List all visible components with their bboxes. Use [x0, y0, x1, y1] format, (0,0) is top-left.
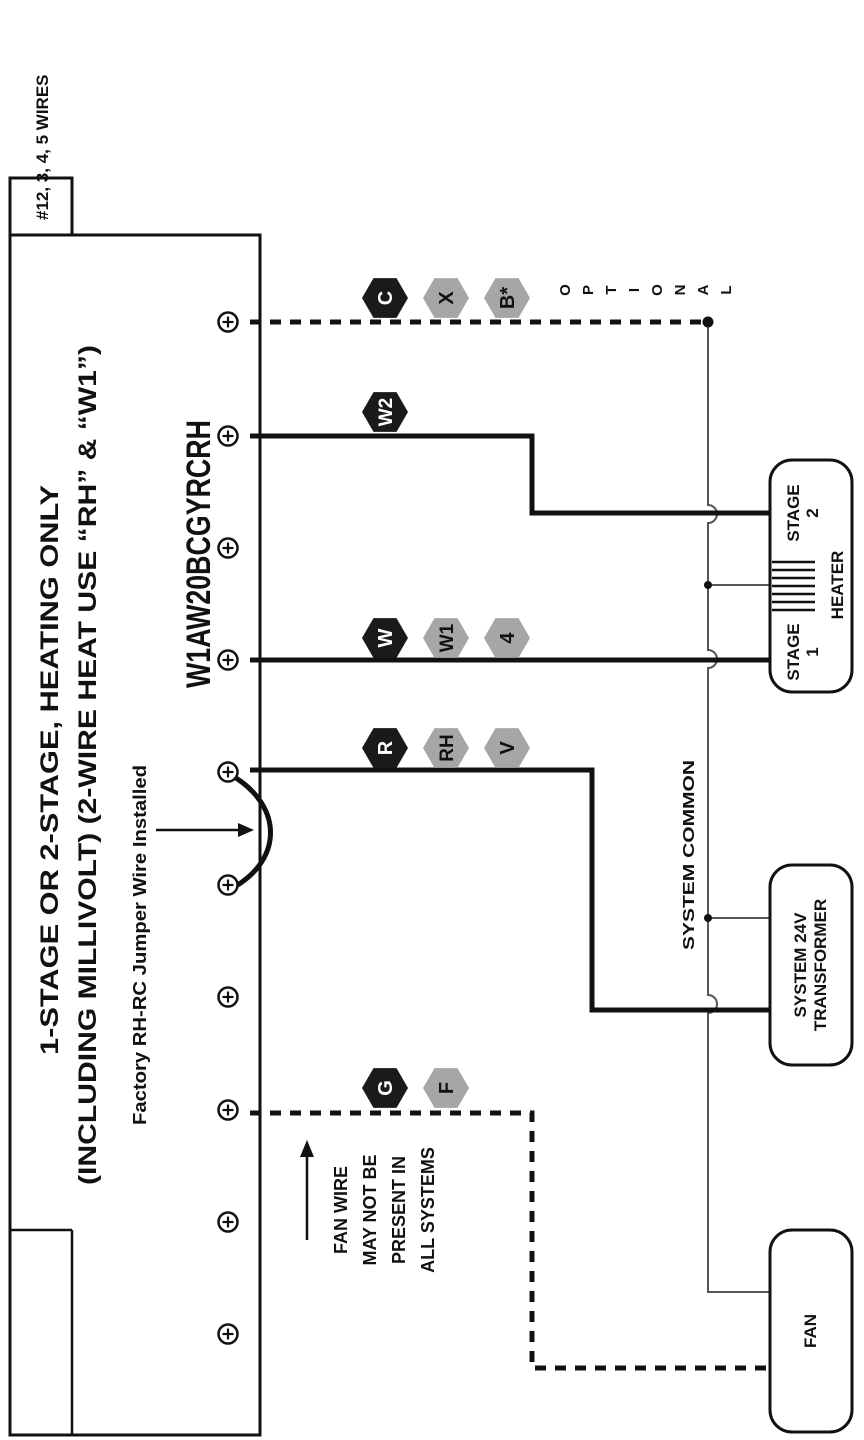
hex-label-g: G	[375, 1080, 397, 1096]
hex-label-c: C	[375, 291, 397, 305]
hex-label-x: X	[436, 291, 458, 305]
system-common-label: SYSTEM COMMON	[681, 760, 698, 950]
fan-note-arrow	[300, 1140, 314, 1240]
transformer-line-2: TRANSFORMER	[811, 899, 830, 1031]
hex-label-rh: RH	[437, 734, 458, 761]
transformer-box: SYSTEM 24V TRANSFORMER	[768, 863, 854, 1067]
heater-stage2-line-1: STAGE	[784, 484, 803, 541]
page-label: #12, 3, 4, 5 WIRES	[33, 74, 52, 220]
fan-note-line-4: ALL SYSTEMS	[418, 1147, 438, 1273]
screw-terminal-blank-3	[217, 1211, 239, 1233]
heater-stage1-line-2: 1	[803, 647, 822, 656]
hex-label-w2: W2	[376, 398, 397, 427]
screw-terminal-g	[217, 1099, 239, 1121]
hex-label-b-star: B*	[497, 287, 519, 309]
fan-box: FAN	[768, 1228, 854, 1434]
rh-rc-jumper-wire	[234, 775, 273, 889]
screw-terminal-rc	[217, 874, 239, 896]
optional-letter-5: O	[649, 284, 666, 296]
title-line-1: 1-STAGE OR 2-STAGE, HEATING ONLY	[36, 485, 64, 1055]
screw-terminal-blank	[217, 537, 239, 559]
fan-note-line-2: MAY NOT BE	[360, 1154, 380, 1265]
r-wire	[250, 767, 770, 1013]
optional-letter-2: P	[580, 285, 597, 295]
fan-label: FAN	[801, 1314, 820, 1348]
title-line-2: (INCLUDING MILLIVOLT) (2-WIRE HEAT USE “…	[74, 345, 102, 1185]
w2-wire	[250, 433, 770, 516]
system-common-wiring	[707, 322, 770, 1293]
heater-box: STAGE 2 STAGE 1 HEATER	[768, 458, 854, 694]
screw-terminal-c	[217, 311, 239, 333]
fan-note-line-3: PRESENT IN	[389, 1156, 409, 1264]
heater-element-icon	[772, 560, 815, 612]
terminal-labels: C X B* W2 W W1 4 R RH V G F	[362, 278, 530, 1108]
g-wire-dotted	[250, 1110, 770, 1371]
fan-note-line-1: FAN WIRE	[331, 1166, 351, 1254]
optional-label: O P T I O N A L	[557, 284, 735, 296]
heater-common-dot	[704, 581, 712, 589]
optional-letter-7: A	[695, 284, 712, 295]
optional-letter-3: T	[603, 285, 620, 294]
transformer-line-1: SYSTEM 24V	[791, 912, 810, 1018]
heater-stage2-line-2: 2	[803, 508, 822, 517]
hex-label-4: 4	[497, 632, 519, 644]
screw-terminal-w	[217, 649, 239, 671]
optional-letter-4: I	[626, 288, 643, 292]
optional-letter-1: O	[557, 284, 574, 296]
solid-wires	[250, 433, 770, 1013]
transformer-common-dot	[704, 914, 712, 922]
model-number: W1AW20BCGYRCRH	[180, 420, 218, 688]
hex-label-w1: W1	[437, 623, 458, 652]
heater-name: HEATER	[828, 551, 847, 620]
hex-label-f: F	[436, 1082, 458, 1094]
screw-terminal-blank-4	[217, 1323, 239, 1345]
optional-junction-dot	[702, 316, 714, 328]
jumper-note: Factory RH-RC Jumper Wire Installed	[130, 765, 150, 1125]
hex-label-r: R	[375, 740, 397, 755]
hex-label-v: V	[497, 741, 519, 755]
screw-terminal-blank-2	[217, 986, 239, 1008]
screw-terminal-w2	[217, 425, 239, 447]
optional-letter-6: N	[672, 285, 689, 296]
hex-label-w: W	[375, 628, 397, 647]
fan-note: FAN WIRE MAY NOT BE PRESENT IN ALL SYSTE…	[331, 1147, 438, 1273]
optional-letter-8: L	[718, 285, 735, 294]
jumper-arrow	[156, 823, 254, 837]
heater-stage1-line-1: STAGE	[784, 623, 803, 680]
screw-terminal-rh	[217, 761, 239, 783]
